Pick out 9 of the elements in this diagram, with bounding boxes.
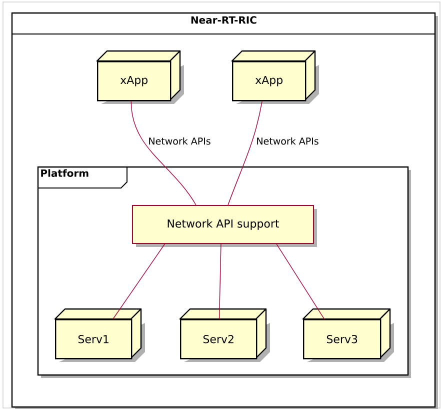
node-cube: Serv3 — [302, 308, 394, 362]
node-cube: xApp — [96, 50, 184, 104]
connector-line — [228, 100, 262, 206]
node-cube: xApp — [231, 50, 319, 104]
node-cube: Serv1 — [54, 308, 145, 362]
node-cube: Serv2 — [179, 308, 270, 362]
component-box: Network API support — [132, 205, 317, 247]
connector-line — [130, 100, 196, 206]
connector-line — [218, 244, 222, 320]
